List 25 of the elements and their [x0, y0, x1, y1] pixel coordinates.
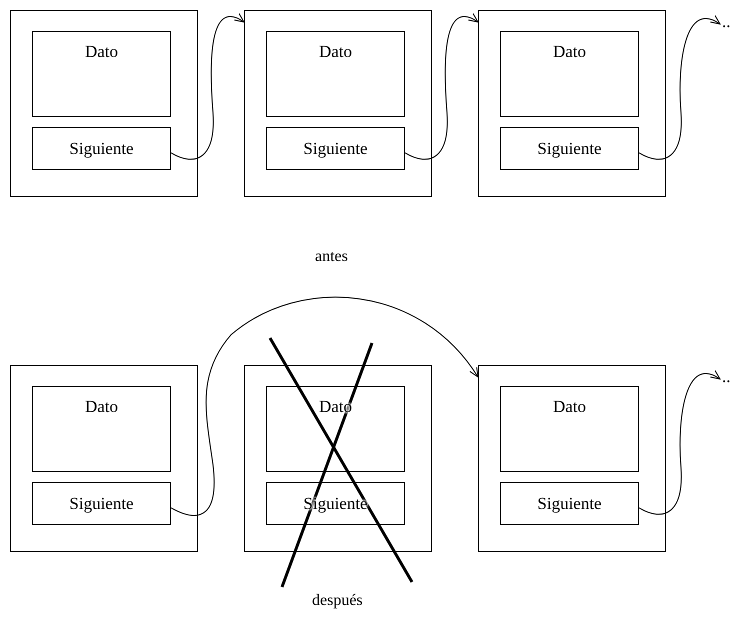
- list-node-box: [478, 365, 666, 552]
- ellipsis-text: ..: [722, 12, 730, 32]
- data-field: Dato: [266, 31, 405, 117]
- arrow: [404, 14, 478, 160]
- data-field: Dato: [500, 31, 639, 117]
- arrow: [638, 370, 720, 515]
- list-node-box: [10, 10, 198, 197]
- arrow: [170, 296, 478, 516]
- next-pointer-field: Siguiente: [266, 127, 405, 170]
- data-field: Dato: [32, 386, 171, 472]
- caption-text: después: [312, 592, 363, 610]
- next-pointer-field: Siguiente: [32, 482, 171, 525]
- list-node-box: [478, 10, 666, 197]
- next-pointer-field: Siguiente: [500, 482, 639, 525]
- next-pointer-field: Siguiente: [32, 127, 171, 170]
- arrow: [638, 16, 720, 160]
- list-node-box: [10, 365, 198, 552]
- caption-text: antes: [315, 248, 348, 266]
- data-field: Dato: [32, 31, 171, 117]
- ellipsis-text: ..: [722, 367, 730, 387]
- data-field: Dato: [500, 386, 639, 472]
- next-pointer-field: Siguiente: [500, 127, 639, 170]
- list-node-box: [244, 365, 432, 552]
- list-node-box: [244, 10, 432, 197]
- arrow: [170, 14, 244, 160]
